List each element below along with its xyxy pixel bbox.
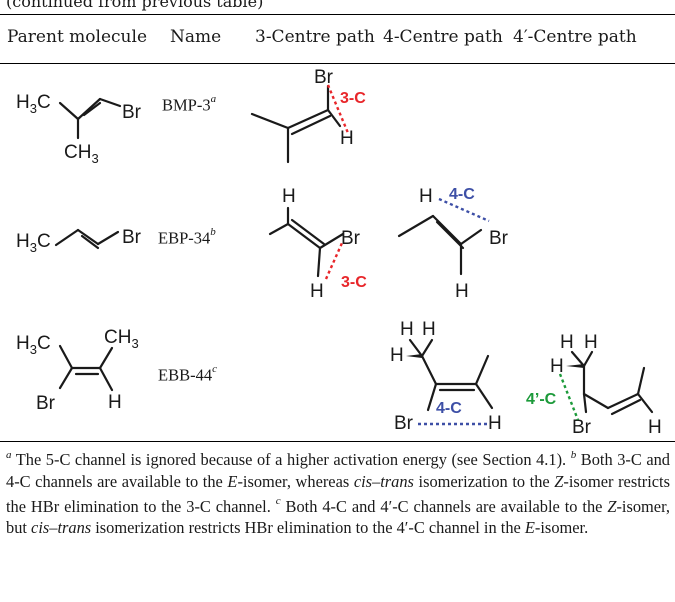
h-label: H (282, 186, 296, 207)
4prime-c-dashed-bond (558, 373, 580, 421)
h-label: H (560, 332, 574, 353)
ebp34-3c-path: H Br H 3-C (248, 176, 368, 306)
ebb44-4c-path: H H H Br H 4-C (380, 312, 520, 442)
bmp3-3c-path: Br H 3-C (248, 66, 366, 166)
br-label: Br (122, 102, 142, 123)
3c-label: 3-C (341, 274, 367, 291)
h3c-label: H3C (16, 92, 51, 116)
ch3-label: CH3 (104, 327, 139, 351)
ebp34-4c-path: H 4-C Br H (385, 176, 515, 306)
h-label: H (550, 356, 564, 377)
row-name-ebb44: EBB-44c (158, 363, 217, 385)
h-label: H (648, 417, 662, 438)
footnote-a: a The 5-C channel is ignored because of … (6, 449, 567, 470)
ch3-label: CH3 (64, 142, 99, 166)
header-rule (0, 63, 675, 64)
row-name-bmp3: BMP-3a (162, 93, 217, 115)
h-label: H (310, 281, 324, 302)
ebb44-4prime-c-path: H H H H Br 4’-C (520, 312, 670, 442)
4prime-c-label: 4’-C (526, 391, 557, 408)
header-3-centre-path: 3-Centre path (255, 27, 375, 47)
bottom-rule (0, 441, 675, 442)
br-label: Br (489, 228, 509, 249)
footnote-c: c Both 4-C and 4′-C channels are availab… (6, 495, 670, 537)
br-label: Br (314, 67, 334, 88)
header-4-centre-path: 4-Centre path (383, 27, 503, 47)
4c-label: 4-C (436, 400, 462, 417)
h-label: H (390, 345, 404, 366)
header-parent-molecule: Parent molecule (7, 27, 148, 47)
parent-molecule-ebb44: H3C CH3 Br H (0, 322, 170, 422)
row-name-ebp34: EBP-34b (158, 226, 216, 248)
table-caption: (continued from previous table) (6, 0, 264, 11)
br-label: Br (572, 417, 592, 438)
3c-label: 3-C (340, 90, 366, 107)
3c-dashed-bond (324, 242, 344, 280)
h-label: H (584, 332, 598, 353)
h-label: H (455, 281, 469, 302)
h-label: H (340, 128, 354, 149)
parent-molecule-ebp34: H3C Br (0, 200, 170, 270)
header-name: Name (170, 27, 222, 47)
top-rule (0, 14, 675, 15)
br-label: Br (36, 393, 56, 414)
h-label: H (400, 319, 414, 340)
wedge-bond (406, 354, 422, 358)
br-label: Br (122, 227, 142, 248)
4c-label: 4-C (449, 186, 475, 203)
h-label: H (488, 413, 502, 434)
h-label: H (108, 392, 122, 413)
3c-dashed-bond (326, 84, 350, 134)
br-label: Br (341, 228, 361, 249)
br-label: Br (394, 413, 414, 434)
h3c-label: H3C (16, 333, 51, 357)
header-4prime-centre-path: 4′-Centre path (513, 27, 637, 47)
parent-molecule-bmp3: H3C Br CH3 (0, 66, 170, 166)
footnotes: a The 5-C channel is ignored because of … (6, 446, 670, 538)
wedge-bond (566, 364, 584, 368)
h-label: H (419, 186, 433, 207)
footnote-b: b Both 3-C and 4-C channels are availabl… (6, 449, 670, 516)
h3c-label: H3C (16, 231, 51, 255)
h-label: H (422, 319, 436, 340)
